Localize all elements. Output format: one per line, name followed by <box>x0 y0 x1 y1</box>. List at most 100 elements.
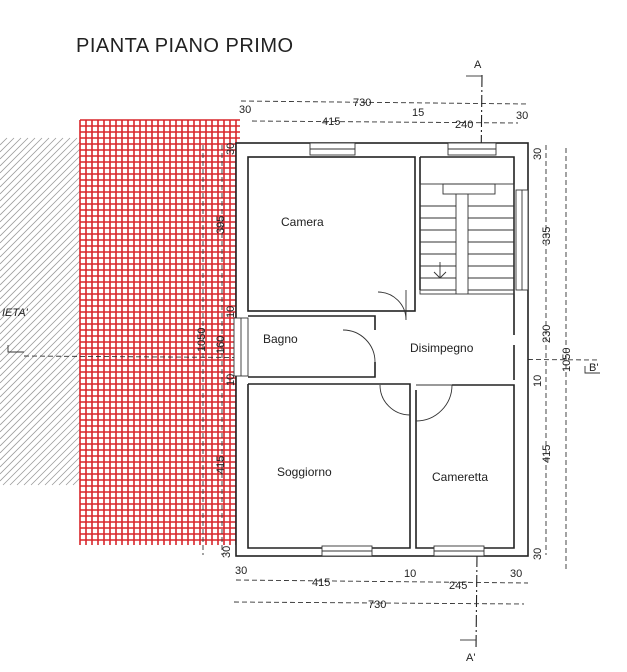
hatch-line <box>0 344 81 426</box>
dim-right-stairs: 335 <box>541 227 553 245</box>
hatch-line <box>0 337 81 419</box>
dim-top-total: 730 <box>353 97 371 109</box>
dim-bottom-mid-wall: 10 <box>404 568 416 580</box>
hatch-line <box>0 295 81 377</box>
dim-right-bottom-wall: 30 <box>532 548 544 560</box>
dim-right-mid: 230 <box>541 325 553 343</box>
hatch-line <box>0 218 81 300</box>
hatch-line <box>23 428 81 486</box>
hatch-line <box>0 400 81 482</box>
dim-left-bagno: 160 <box>215 336 227 354</box>
plan-title: PIANTA PIANO PRIMO <box>76 35 294 57</box>
hatch-line <box>433 271 441 279</box>
dim-top-left-wall: 30 <box>239 104 251 116</box>
dimension-lines <box>202 100 567 605</box>
hatch-line <box>2 407 81 486</box>
dim-right-top-wall: 30 <box>532 148 544 160</box>
hatch-line <box>0 137 64 202</box>
section-a-label: A <box>474 59 482 71</box>
hatch-line <box>0 137 8 146</box>
hatch-line <box>0 155 81 237</box>
staircase <box>419 183 515 295</box>
hatch-line <box>0 176 81 258</box>
room-cameretta: Cameretta <box>432 470 488 484</box>
dim-bottom-left-wall: 30 <box>235 565 247 577</box>
hatch-line <box>439 271 447 279</box>
dim-bottom-right: 245 <box>449 580 467 592</box>
hatch-line <box>0 393 81 475</box>
dim-top-mid-wall: 15 <box>412 107 424 119</box>
hatch-line <box>0 162 81 244</box>
hatch-line <box>0 137 50 188</box>
dim-left-bottom-wall: 30 <box>221 546 233 558</box>
hatch-line <box>0 288 81 370</box>
room-camera: Camera <box>281 215 324 229</box>
dim-top-right: 240 <box>455 119 473 131</box>
dim-left-wall-10b: 10 <box>225 374 237 386</box>
hatch-line <box>0 386 81 468</box>
hatch-line <box>0 137 29 167</box>
dim-left-camera: 395 <box>215 216 227 234</box>
hatch-line <box>0 197 81 279</box>
dim-right-wall-10: 10 <box>532 375 544 387</box>
hatch-line <box>0 137 36 174</box>
hatch-line <box>9 414 81 486</box>
hatch-line <box>0 260 81 342</box>
dim-bottom-right-wall: 30 <box>510 568 522 580</box>
room-soggiorno: Soggiorno <box>277 465 332 479</box>
hatch-line <box>0 204 81 286</box>
dim-bottom-left: 415 <box>312 577 330 589</box>
hatch-line <box>0 169 81 251</box>
hatch-line <box>30 435 81 486</box>
dim-bottom-total: 730 <box>368 599 386 611</box>
room-bagno: Bagno <box>263 332 298 346</box>
hatch-line <box>0 239 81 321</box>
hatch-line <box>0 330 81 412</box>
hatch-line <box>0 232 81 314</box>
hatch-line <box>0 137 43 181</box>
hatch-line <box>0 246 81 328</box>
red-grid-area <box>79 119 240 545</box>
hatch-line <box>0 137 15 153</box>
hatch-line <box>0 148 81 230</box>
hatch-line <box>0 323 81 405</box>
dim-left-total: 1050 <box>196 328 208 352</box>
hatch-line <box>0 274 81 356</box>
hatch-line <box>0 183 81 265</box>
dim-left-soggiorno: 415 <box>215 456 227 474</box>
hatch-line <box>44 449 81 486</box>
hatch-line <box>58 463 81 486</box>
hatch-line <box>0 225 81 307</box>
dim-right-bottom: 415 <box>541 445 553 463</box>
section-b-label: B' <box>589 362 598 374</box>
hatch-line <box>0 309 81 391</box>
hatch-line <box>0 316 81 398</box>
dim-left-wall-10a: 10 <box>225 306 237 318</box>
dim-left-top-wall: 30 <box>225 143 237 155</box>
room-disimpegno: Disimpegno <box>410 341 474 355</box>
hatch-line <box>0 372 81 454</box>
hatch-line <box>0 351 81 433</box>
hatch-line <box>0 141 81 223</box>
hatch-line <box>65 470 81 486</box>
hatch-line <box>0 211 81 293</box>
hatch-line <box>0 267 81 349</box>
dim-top-left: 415 <box>322 116 340 128</box>
dim-top-right-wall: 30 <box>516 110 528 122</box>
neighbor-hatch-area <box>0 137 81 486</box>
hatch-line <box>16 421 81 486</box>
hatch-line <box>0 137 22 160</box>
building-walls <box>233 142 529 557</box>
hatch-line <box>51 456 81 486</box>
hatch-line <box>0 281 81 363</box>
hatch-line <box>0 379 81 461</box>
hatch-line <box>0 137 78 216</box>
hatch-line <box>37 442 81 486</box>
hatch-line <box>72 477 81 486</box>
hatch-line <box>0 137 57 195</box>
hatch-line <box>0 358 81 440</box>
section-a-prime-label: A' <box>466 652 475 664</box>
dimension-labels: 730 30 415 15 240 30 30 335 230 1050 10 … <box>196 97 573 611</box>
hatch-line <box>0 137 71 209</box>
